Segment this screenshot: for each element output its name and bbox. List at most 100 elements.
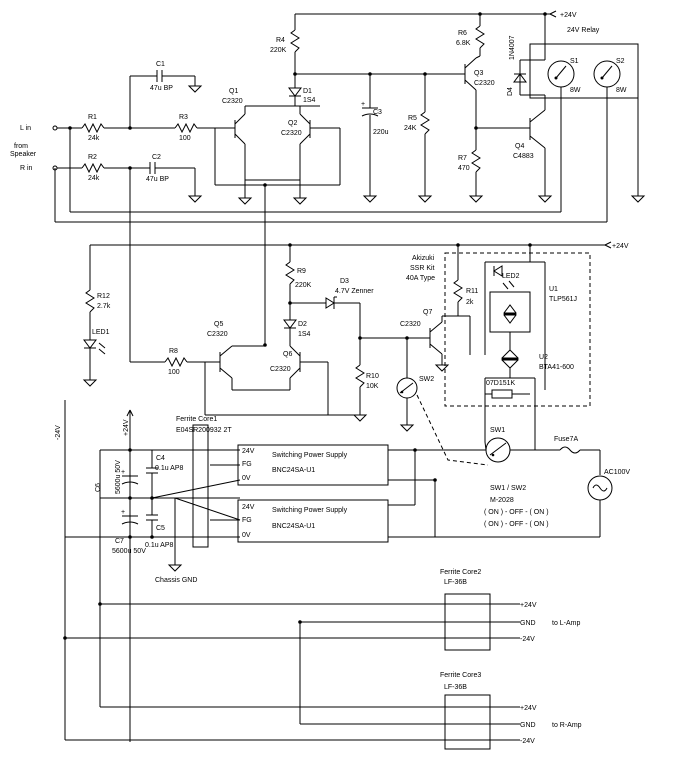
- c1-ref: C1: [156, 61, 165, 68]
- chassis-gnd-label: Chassis GND: [155, 577, 197, 584]
- rail-plus24-supply: +24V: [123, 419, 130, 436]
- c1-value: 47u BP: [150, 85, 173, 92]
- q6-value: C2320: [270, 366, 291, 373]
- r3-value: 100: [179, 135, 191, 142]
- ferrite2-name: Ferrite Core2: [440, 569, 481, 576]
- q5-ref: Q5: [214, 321, 223, 328]
- switch-note-1: SW1 / SW2: [490, 485, 526, 492]
- varistor-value: 07D151K: [486, 380, 516, 387]
- d1-value: 1S4: [303, 97, 316, 104]
- r7-ref: R7: [458, 155, 467, 162]
- q2-value: C2320: [281, 130, 302, 137]
- r8-ref: R8: [169, 348, 178, 355]
- q1-value: C2320: [222, 98, 243, 105]
- r2-ref: R2: [88, 154, 97, 161]
- d3-value: 4.7V Zenner: [335, 288, 374, 295]
- relay-s2: S2: [616, 58, 625, 65]
- fuse-ref: Fuse7A: [554, 436, 578, 443]
- psu2-model: BNC24SA-U1: [272, 523, 315, 530]
- c5-ref: C5: [156, 525, 165, 532]
- led2-ref: LED2: [502, 273, 520, 280]
- c6-plus: +: [121, 469, 125, 476]
- psu2-fg: FG: [242, 517, 252, 524]
- r6-value: 6.8K: [456, 40, 471, 47]
- r4-ref: R4: [276, 37, 285, 44]
- d3-ref: D3: [340, 278, 349, 285]
- out-r-plus24: +24V: [520, 705, 537, 712]
- psu1-label: Switching Power Supply: [272, 452, 348, 459]
- psu2-label: Switching Power Supply: [272, 507, 348, 514]
- relay-title: 24V Relay: [567, 27, 600, 34]
- psu2-24v: 24V: [242, 504, 255, 511]
- q2-ref: Q2: [288, 120, 297, 127]
- switch-note-2: M-2028: [490, 497, 514, 504]
- input-l-label: L in: [20, 125, 31, 132]
- d4-ref: D4: [507, 87, 514, 96]
- out-r-minus24: -24V: [520, 738, 535, 745]
- c3-plus: +: [361, 101, 365, 108]
- q1-ref: Q1: [229, 88, 238, 95]
- protection-circuit: +24V R4 220K D1 1S4 Q1 C2320: [214, 10, 646, 345]
- q3-ref: Q3: [474, 70, 483, 77]
- psu1-0v: 0V: [242, 475, 251, 482]
- out-r-target: to R-Amp: [552, 722, 582, 729]
- akizuki-1: Akizuki: [412, 255, 435, 262]
- r11-value: 2k: [466, 299, 474, 306]
- out-l-plus24: +24V: [520, 602, 537, 609]
- out-l-minus24: -24V: [520, 636, 535, 643]
- c6-value: 5600u 50V: [115, 460, 122, 494]
- psu2-0v: 0V: [242, 532, 251, 539]
- c5-value: 0.1u AP8: [145, 542, 174, 549]
- u1-value: TLP561J: [549, 296, 577, 303]
- r5-ref: R5: [408, 115, 417, 122]
- r1-value: 24k: [88, 135, 100, 142]
- switch-note-4: ( ON ) - OFF - ( ON ): [484, 521, 549, 528]
- r11-ref: R11: [466, 288, 478, 295]
- out-l-target: to L-Amp: [552, 620, 581, 627]
- from-speaker-2: Speaker: [10, 151, 37, 158]
- ferrite3-name: Ferrite Core3: [440, 672, 481, 679]
- psu1-24v: 24V: [242, 448, 255, 455]
- akizuki-2: SSR Kit: [410, 265, 435, 272]
- q7-value: C2320: [400, 321, 421, 328]
- c3-ref: C3: [373, 109, 382, 116]
- c4-value: 0.1u AP8: [155, 465, 184, 472]
- q5-value: C2320: [207, 331, 228, 338]
- power-supply-section: -24V +24V + C6 5600u 50V C4 0.1u AP8 +: [55, 400, 630, 750]
- rail-minus24-left: -24V: [55, 425, 62, 440]
- d2-ref: D2: [298, 321, 307, 328]
- akizuki-3: 40A Type: [406, 275, 435, 282]
- u2-value: BTA41-600: [539, 364, 574, 371]
- from-speaker-1: from: [14, 143, 28, 150]
- r3-ref: R3: [179, 114, 188, 121]
- out-r-gnd: GND: [520, 722, 536, 729]
- d1-ref: D1: [303, 88, 312, 95]
- r4-value: 220K: [270, 47, 287, 54]
- r10-ref: R10: [366, 373, 379, 380]
- ferrite2-part: LF-36B: [444, 579, 467, 586]
- audio-inputs: L in R1 24k R3 100 C1 47u BP from Speake…: [10, 61, 607, 363]
- r8-value: 100: [168, 369, 180, 376]
- switch-note-3: ( ON ) - OFF - ( ON ): [484, 509, 549, 516]
- led1-ref: LED1: [92, 329, 110, 336]
- ferrite3-part: LF-36B: [444, 684, 467, 691]
- d2-value: 1S4: [298, 331, 311, 338]
- q7-ref: Q7: [423, 309, 432, 316]
- r2-value: 24k: [88, 175, 100, 182]
- r10-value: 10K: [366, 383, 379, 390]
- u1-ref: U1: [549, 286, 558, 293]
- ferrite1-name: Ferrite Core1: [176, 416, 217, 423]
- c7-plus: +: [121, 509, 125, 516]
- ssr-control-circuit: +24V R12 2.7k LED1 R8 100 Q5 C2320 R9: [82, 241, 629, 466]
- c4-ref: C4: [156, 455, 165, 462]
- r9-value: 220K: [295, 282, 312, 289]
- r1-ref: R1: [88, 114, 97, 121]
- r12-ref: R12: [97, 293, 110, 300]
- psu1-fg: FG: [242, 461, 252, 468]
- u2-ref: U2: [539, 354, 548, 361]
- r12-value: 2.7k: [97, 303, 111, 310]
- relay-s1: S1: [570, 58, 579, 65]
- r6-ref: R6: [458, 30, 467, 37]
- ac-ref: AC100V: [604, 469, 630, 476]
